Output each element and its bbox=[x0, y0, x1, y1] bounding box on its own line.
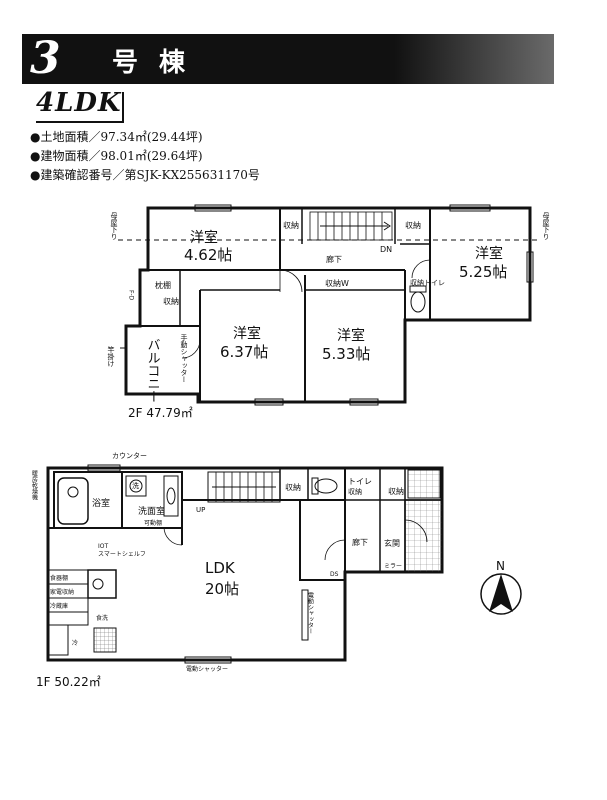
movable-shelf-label: 可動棚 bbox=[144, 519, 162, 527]
counter-label: カウンター bbox=[112, 451, 147, 460]
bathtub-icon bbox=[57, 477, 89, 525]
building-number: 3 bbox=[30, 33, 61, 84]
eave-left-label: 母屋下り bbox=[110, 212, 118, 240]
storage-1f-a: 収納 bbox=[285, 482, 301, 492]
floor-1-plan bbox=[46, 464, 444, 664]
spec-building-area: ●建物面積／98.01㎡(29.64坪) bbox=[30, 149, 203, 163]
stairs-2f bbox=[309, 211, 393, 241]
ldk-name: LDK bbox=[205, 559, 236, 577]
pole-hanger-label: 竿掛け bbox=[107, 345, 115, 367]
storage-2f-w: 収納W bbox=[325, 278, 349, 288]
building-suffix: 号 棟 bbox=[112, 48, 192, 78]
toilet-2f-icon bbox=[410, 291, 426, 313]
room-2f-d-name: 洋室 bbox=[337, 327, 365, 344]
fd-label: F-D bbox=[128, 290, 135, 301]
spec-permit-number: ●建築確認番号／第SJK-KX255631170号 bbox=[30, 168, 260, 182]
toilet-1f-label: トイレ bbox=[348, 477, 372, 486]
storage-2f-c: 収納 bbox=[163, 296, 179, 306]
title-banner: 3 号 棟 bbox=[22, 34, 554, 84]
dryer-label: 暖房乾燥機 bbox=[31, 469, 38, 501]
plan-type-divider bbox=[122, 92, 124, 122]
toilet-1f-icon bbox=[314, 478, 338, 494]
entrance-label: 玄関 bbox=[384, 538, 400, 548]
floor-2-area: 2F 47.79㎡ bbox=[128, 406, 193, 420]
room-2f-b-name: 洋室 bbox=[475, 245, 503, 262]
balcony-label: バルコニー bbox=[145, 338, 161, 403]
electric-shutter-bottom: 電動シャッター bbox=[186, 665, 228, 673]
cooktop bbox=[87, 569, 117, 599]
eave-right-label: 母屋下り bbox=[542, 212, 550, 240]
fridge-label: 冷蔵庫 bbox=[50, 602, 68, 610]
smart-shelf-label: スマートシェルフ bbox=[98, 551, 146, 558]
room-2f-c-name: 洋室 bbox=[233, 325, 261, 342]
room-2f-b-size: 5.25帖 bbox=[459, 263, 507, 281]
toilet-storage-1f: 収納 bbox=[348, 487, 362, 496]
compass-north-label: N bbox=[496, 559, 505, 573]
storage-1f-b: 収納 bbox=[388, 486, 404, 496]
storage-2f-b: 収納 bbox=[405, 220, 421, 230]
storage-2f-a: 収納 bbox=[283, 220, 299, 230]
room-2f-a-name: 洋室 bbox=[190, 229, 218, 246]
up-label: UP bbox=[196, 506, 205, 514]
bath-label: 浴室 bbox=[92, 497, 110, 509]
room-2f-d-size: 5.33帖 bbox=[322, 345, 370, 363]
washroom-label: 洗面室 bbox=[138, 505, 165, 517]
fridge-short-label: 冷 bbox=[72, 639, 78, 647]
electric-shutter-right: 電動シャッター bbox=[307, 592, 314, 634]
pantry-label: 食器棚 bbox=[50, 574, 68, 582]
laundry-label: 洗 bbox=[132, 481, 139, 490]
plan-type: 4LDK bbox=[36, 88, 122, 118]
appliance-label: 家電収納 bbox=[50, 588, 74, 596]
floor-1-area: 1F 50.22㎡ bbox=[36, 675, 101, 689]
sink-icon bbox=[166, 487, 176, 505]
spec-land-area: ●土地面積／97.34㎡(29.44坪) bbox=[30, 130, 203, 144]
floor-2-plan bbox=[118, 204, 540, 406]
manual-shutter-label: 手動シャッター bbox=[180, 333, 188, 383]
mirror-label: ミラー bbox=[384, 563, 402, 570]
ldk-size: 20帖 bbox=[205, 580, 239, 598]
compass-icon: N bbox=[480, 559, 522, 615]
dishwasher-label: 食洗 bbox=[96, 614, 108, 622]
hallway-1f-label: 廊下 bbox=[352, 537, 368, 547]
toilet-storage-2f: 収納トイレ bbox=[410, 278, 445, 287]
room-2f-c-size: 6.37帖 bbox=[220, 343, 268, 361]
iot-label: IOT bbox=[98, 543, 108, 550]
dn-label: DN bbox=[380, 245, 392, 254]
washer-icon bbox=[129, 479, 143, 493]
pillow-shelf-label: 枕棚 bbox=[155, 280, 171, 290]
room-2f-a-size: 4.62帖 bbox=[184, 246, 232, 264]
hallway-2f-label: 廊下 bbox=[326, 254, 342, 264]
entrance-tile bbox=[404, 499, 443, 573]
ds-label: DS bbox=[330, 571, 339, 578]
plan-type-underline bbox=[36, 121, 124, 123]
